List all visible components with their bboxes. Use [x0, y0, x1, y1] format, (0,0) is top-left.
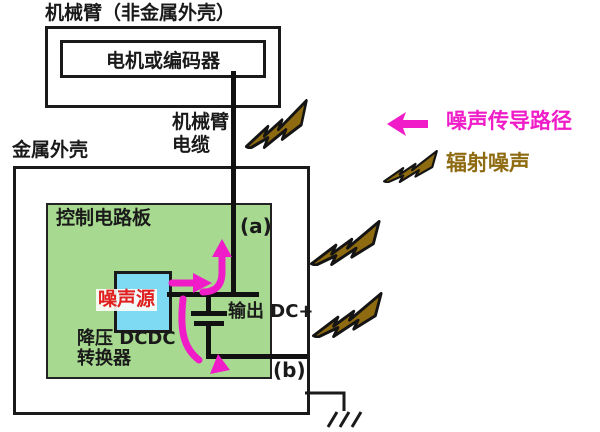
motor-encoder-label: 电机或编码器	[105, 49, 220, 72]
metal-enclosure-label: 金属外壳	[12, 139, 89, 161]
motor-encoder-box: 电机或编码器	[60, 40, 266, 78]
point-b-label: (b)	[273, 358, 306, 382]
capacitor-lead-top	[206, 294, 211, 313]
capacitor-symbol-bottom-plate	[194, 321, 224, 326]
lightning-bolt-icon-enclosure-upper	[310, 220, 381, 266]
arm-cable-label-line2: 电缆	[172, 134, 211, 156]
arm-cable-label: 机械臂 电缆	[172, 111, 229, 157]
arm-housing-label: 机械臂（非金属外壳）	[45, 2, 236, 24]
return-wire	[206, 354, 307, 359]
dcdc-converter-label: 降压 DCDC 转换器	[77, 329, 176, 369]
point-a-label: (a)	[240, 214, 272, 238]
dcdc-label-line1: 降压 DCDC	[77, 328, 176, 349]
dcdc-label-line2: 转换器	[77, 348, 131, 369]
arm-cable-line	[231, 71, 236, 296]
lightning-bolt-icon-enclosure-lower	[312, 292, 383, 338]
arm-cable-label-line1: 机械臂	[172, 111, 230, 133]
legend-conduction-label: 噪声传导路径	[446, 109, 572, 133]
output-dc-label: 输出 DC+	[228, 301, 314, 322]
control-board-label: 控制电路板	[56, 207, 152, 229]
lightning-bolt-icon-legend	[383, 150, 438, 183]
capacitor-symbol-top-plate	[191, 311, 227, 316]
arrow-left-icon	[387, 112, 428, 136]
capacitor-lead-bottom	[206, 326, 211, 357]
noise-source-label: 噪声源	[96, 288, 158, 311]
legend-radiation-label: 辐射噪声	[446, 151, 530, 175]
noise-output-wire	[167, 292, 259, 297]
ground-icon	[305, 391, 363, 428]
